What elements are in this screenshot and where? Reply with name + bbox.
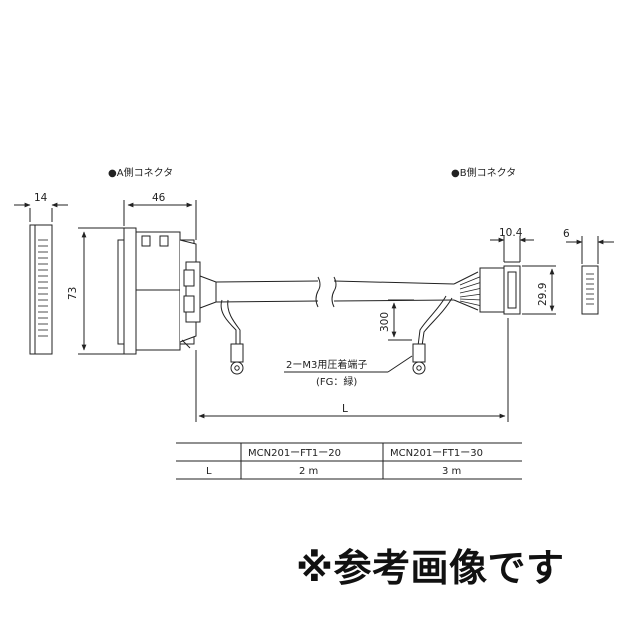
connector-b-side-view (566, 236, 614, 315)
dim-a-height: 73 (67, 287, 79, 300)
terminal-label: 2ーM3用圧着端子 (286, 358, 367, 371)
dim-b-height: 29.9 (537, 283, 549, 306)
table-header-col-2: MCN201ーFT1ー30 (390, 448, 483, 459)
connector-b-body (479, 236, 556, 315)
connector-a-label: ●A側コネクタ (108, 166, 173, 179)
dim-overall-length: L (342, 403, 348, 415)
table-cell-col-2: 3 m (442, 466, 461, 477)
dim-a-body-width: 46 (152, 192, 166, 204)
connector-a-side-view (14, 202, 68, 355)
reference-image-note: ※参考画像です (296, 546, 565, 590)
table-header-col-1: MCN201ーFT1ー20 (248, 448, 341, 459)
terminal-leader (284, 355, 413, 373)
table-cell-col-1: 2 m (299, 466, 318, 477)
spec-table (176, 442, 522, 480)
dim-a-side-width: 14 (34, 192, 48, 204)
dim-overall-lines (195, 318, 509, 422)
fg-wire-a (220, 299, 244, 375)
dim-lead-length: 300 (379, 312, 391, 332)
table-row-label: L (206, 466, 212, 477)
dim-b-side-width: 6 (563, 228, 570, 240)
connector-b-label: ●B側コネクタ (451, 166, 516, 179)
fg-label: (FG：緑) (316, 375, 357, 388)
cable (215, 271, 483, 311)
connector-a-body (117, 200, 217, 355)
fg-wire-b (388, 295, 453, 375)
dim-a-height-lines (78, 227, 124, 355)
dim-b-depth: 10.4 (499, 227, 523, 239)
